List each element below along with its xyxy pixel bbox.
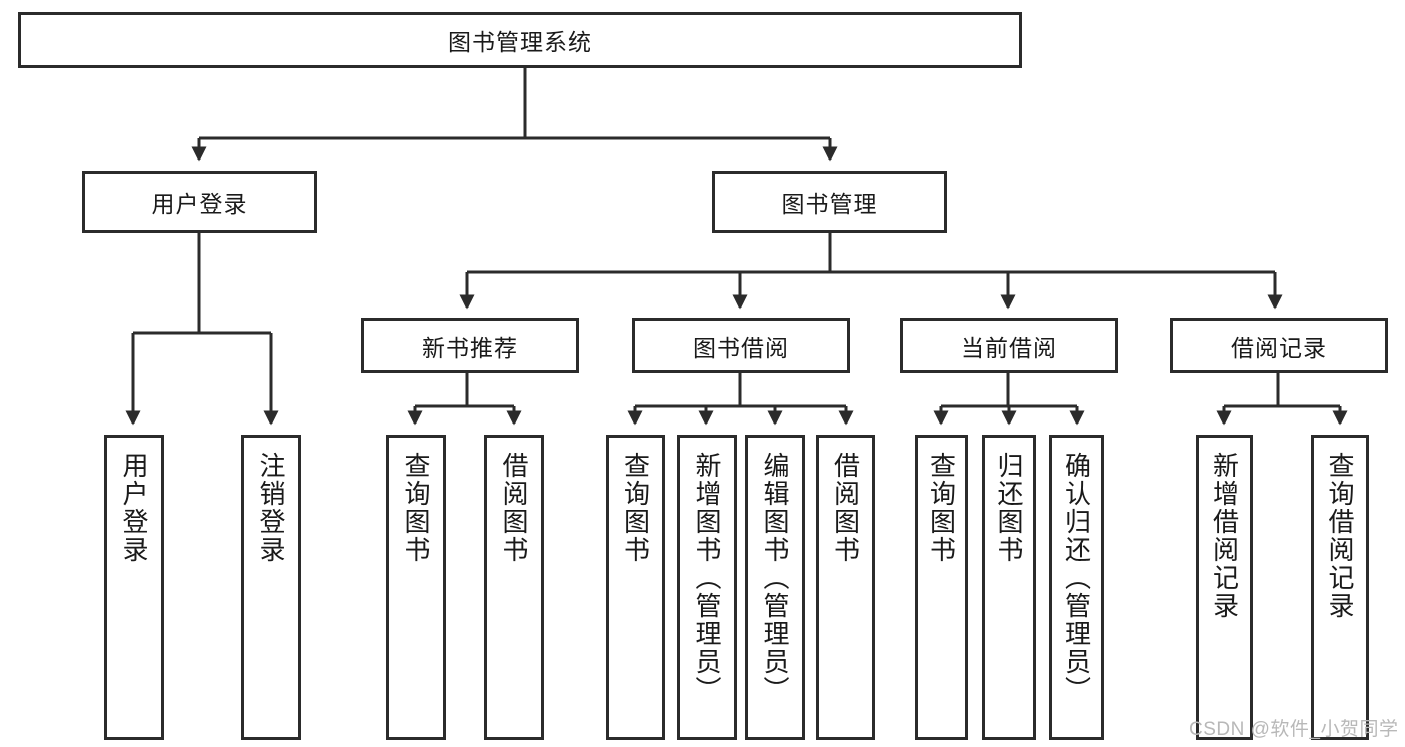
leaf-query-borrow-record[interactable]: 查询借阅记录	[1311, 435, 1369, 740]
leaf-add-book-admin[interactable]: 新增图书（管理员）	[677, 435, 737, 740]
leaf-confirm-return-admin-label: 确认归还（管理员）	[1061, 452, 1092, 704]
node-book-management-label: 图书管理	[781, 191, 878, 217]
leaf-query-borrow-record-label: 查询借阅记录	[1325, 452, 1356, 620]
leaf-borrow-books-borrowing-label: 借阅图书	[830, 452, 861, 564]
node-book-borrowing-label: 图书借阅	[693, 334, 789, 361]
leaf-user-login-label: 用户登录	[119, 452, 150, 564]
leaf-query-books-borrowing[interactable]: 查询图书	[606, 435, 665, 740]
leaf-borrow-books-recommendation[interactable]: 借阅图书	[484, 435, 544, 740]
leaf-edit-book-admin[interactable]: 编辑图书（管理员）	[745, 435, 805, 740]
node-book-management[interactable]: 图书管理	[712, 171, 947, 233]
leaf-add-borrow-record-label: 新增借阅记录	[1209, 452, 1240, 620]
node-new-book-recommendation-label: 新书推荐	[422, 334, 518, 361]
leaf-add-book-admin-label: 新增图书（管理员）	[692, 452, 723, 704]
watermark: CSDN @软件_小贺同学	[1189, 719, 1399, 740]
node-user-login-label: 用户登录	[151, 191, 248, 217]
leaf-return-books[interactable]: 归还图书	[982, 435, 1036, 740]
node-book-borrowing[interactable]: 图书借阅	[632, 318, 850, 373]
leaf-logout[interactable]: 注销登录	[241, 435, 301, 740]
leaf-return-books-label: 归还图书	[994, 452, 1025, 564]
leaf-logout-label: 注销登录	[256, 452, 287, 564]
leaf-query-books-current-label: 查询图书	[926, 452, 957, 564]
node-borrow-records[interactable]: 借阅记录	[1170, 318, 1388, 373]
leaf-borrow-books-recommendation-label: 借阅图书	[499, 452, 530, 564]
node-user-login[interactable]: 用户登录	[82, 171, 317, 233]
node-root[interactable]: 图书管理系统	[18, 12, 1022, 68]
node-new-book-recommendation[interactable]: 新书推荐	[361, 318, 579, 373]
node-current-borrowing[interactable]: 当前借阅	[900, 318, 1118, 373]
node-borrow-records-label: 借阅记录	[1231, 334, 1327, 361]
leaf-user-login[interactable]: 用户登录	[104, 435, 164, 740]
leaf-confirm-return-admin[interactable]: 确认归还（管理员）	[1049, 435, 1104, 740]
leaf-query-books-recommendation-label: 查询图书	[401, 452, 432, 564]
leaf-edit-book-admin-label: 编辑图书（管理员）	[760, 452, 791, 704]
leaf-query-books-recommendation[interactable]: 查询图书	[386, 435, 446, 740]
leaf-add-borrow-record[interactable]: 新增借阅记录	[1196, 435, 1253, 740]
node-root-label: 图书管理系统	[448, 29, 592, 55]
leaf-borrow-books-borrowing[interactable]: 借阅图书	[816, 435, 875, 740]
leaf-query-books-borrowing-label: 查询图书	[620, 452, 651, 564]
leaf-query-books-current[interactable]: 查询图书	[915, 435, 968, 740]
node-current-borrowing-label: 当前借阅	[961, 334, 1057, 361]
